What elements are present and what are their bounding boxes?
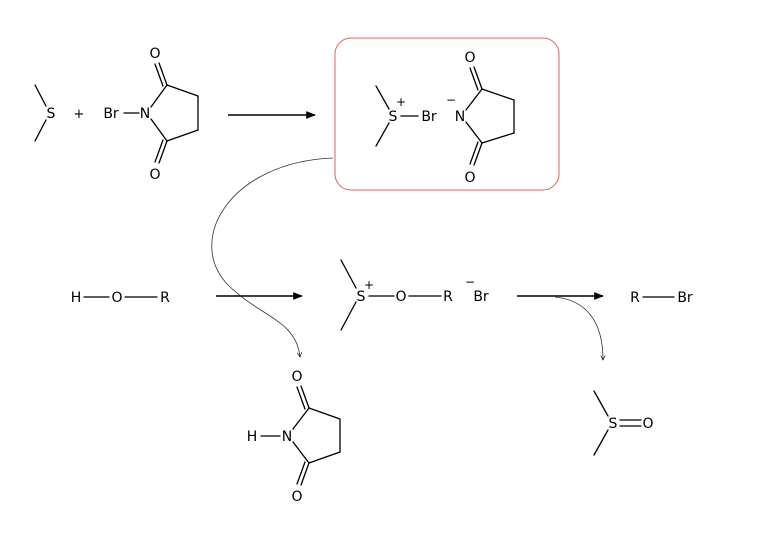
atom-oxygen-top: O bbox=[149, 46, 160, 62]
curved-arrow-succinimide bbox=[211, 157, 334, 357]
bond-methyl-lower bbox=[593, 429, 609, 456]
atom-nitrogen: N bbox=[140, 106, 150, 122]
atom-hydrogen: H bbox=[247, 429, 258, 445]
atom-oxygen-bottom: O bbox=[291, 489, 302, 505]
bond-c2-o-b bbox=[296, 386, 306, 410]
bond-n-c5 bbox=[150, 118, 168, 142]
bond-c2-c3 bbox=[481, 88, 515, 101]
alkyl-bromide: R Br bbox=[630, 290, 693, 306]
bond-n-c2 bbox=[150, 84, 168, 108]
bond-methyl-upper bbox=[375, 85, 390, 110]
atom-bromine: Br bbox=[677, 290, 693, 306]
bond-c2-o-b bbox=[469, 67, 479, 91]
alkoxysulfonium-bromide: S + O R − Br bbox=[340, 259, 489, 331]
charge-minus: − bbox=[465, 275, 475, 289]
atom-oxygen-bottom: O bbox=[149, 167, 160, 183]
atom-nitrogen: N bbox=[282, 429, 292, 445]
atom-sulfur: S bbox=[389, 109, 398, 125]
atom-hydrogen: H bbox=[71, 290, 82, 306]
atom-r: R bbox=[160, 290, 170, 306]
bond-methyl-lower bbox=[340, 301, 357, 331]
atom-sulfur: S bbox=[357, 289, 366, 305]
atom-oxygen: O bbox=[642, 416, 653, 432]
bond-c2-c3 bbox=[308, 407, 341, 420]
atom-r: R bbox=[443, 289, 453, 305]
atom-sulfur: S bbox=[47, 106, 56, 122]
atom-bromine: Br bbox=[421, 109, 437, 125]
bond-n-c2 bbox=[292, 407, 310, 430]
atom-oxygen: O bbox=[395, 289, 406, 305]
bond-c2-o-a bbox=[300, 385, 310, 409]
bond-c2-o-a bbox=[473, 66, 483, 90]
atom-nitrogen: N bbox=[455, 109, 465, 125]
succinimide: H N O O bbox=[247, 369, 341, 505]
bond-n-c2 bbox=[465, 88, 483, 111]
bond-c5-o-a bbox=[473, 142, 483, 166]
atom-bromide: Br bbox=[473, 289, 489, 305]
atom-bromine: Br bbox=[103, 106, 119, 122]
bond-methyl-upper bbox=[34, 84, 47, 107]
atom-sulfur: S bbox=[609, 416, 618, 432]
bond-c5-o-a bbox=[158, 140, 168, 164]
bond-methyl-lower bbox=[375, 122, 390, 147]
dimethyl-sulfoxide: S O bbox=[593, 390, 654, 456]
atom-oxygen-top: O bbox=[291, 369, 302, 385]
bond-c4-c5 bbox=[166, 129, 199, 142]
bond-c4-c5 bbox=[481, 132, 515, 144]
dimethyl-sulfide: S bbox=[34, 84, 56, 142]
bromosulfonium-salt: S + Br − N O O bbox=[375, 50, 515, 186]
bond-c5-o-a bbox=[300, 462, 310, 486]
bond-c2-c3 bbox=[166, 84, 199, 97]
highlight-box bbox=[334, 37, 560, 191]
n-bromosuccinimide: Br N O O bbox=[103, 46, 199, 183]
bond-c2-o-b bbox=[154, 63, 164, 87]
bond-methyl-lower bbox=[34, 119, 47, 142]
bond-n-c5 bbox=[292, 441, 310, 464]
charge-minus: − bbox=[446, 93, 456, 107]
bond-c4-c5 bbox=[308, 451, 341, 464]
bond-n-c5 bbox=[465, 121, 483, 144]
atom-r: R bbox=[630, 290, 640, 306]
alcohol: H O R bbox=[71, 290, 170, 306]
charge-plus: + bbox=[396, 95, 406, 109]
bond-methyl-upper bbox=[593, 390, 609, 417]
curved-arrow-dmso bbox=[554, 296, 603, 360]
atom-oxygen: O bbox=[111, 290, 122, 306]
bond-methyl-upper bbox=[340, 259, 357, 289]
bond-c5-o-b bbox=[469, 141, 479, 165]
bond-c5-o-b bbox=[296, 461, 306, 485]
bond-c2-o-a bbox=[158, 62, 168, 86]
charge-plus: + bbox=[364, 278, 374, 292]
atom-oxygen-bottom: O bbox=[464, 170, 475, 186]
plus-sign: + bbox=[74, 107, 85, 122]
atom-oxygen-top: O bbox=[464, 50, 475, 66]
bond-c5-o-b bbox=[154, 139, 164, 163]
